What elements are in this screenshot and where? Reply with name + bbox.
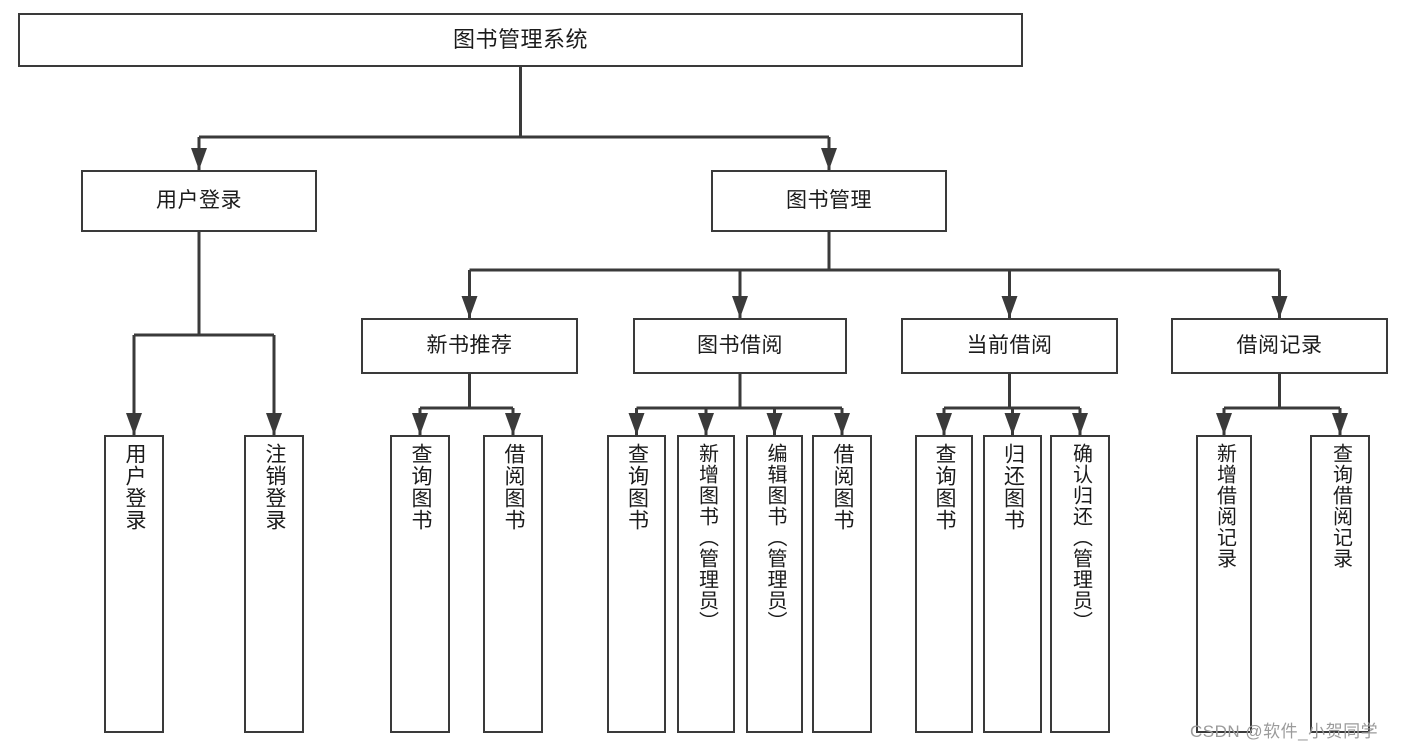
- node-leaf-add-record[interactable]: 新增借阅记录: [1196, 435, 1252, 733]
- arrow-head-icon: [126, 413, 142, 435]
- node-label-leaf-return-book: 归还图书: [1001, 443, 1025, 531]
- node-leaf-user-login[interactable]: 用户登录: [104, 435, 164, 733]
- node-label-current-borrow: 当前借阅: [966, 334, 1053, 358]
- arrow-head-icon: [732, 296, 748, 318]
- node-label-leaf-query-book-2: 查询图书: [625, 443, 649, 531]
- node-label-new-book-rec: 新书推荐: [426, 334, 513, 358]
- arrow-head-icon: [412, 413, 428, 435]
- arrow-head-icon: [1332, 413, 1348, 435]
- node-leaf-query-book-1[interactable]: 查询图书: [390, 435, 450, 733]
- node-leaf-add-book[interactable]: 新增图书（管理员）: [677, 435, 735, 733]
- node-new-book-rec[interactable]: 新书推荐: [361, 318, 578, 374]
- arrow-head-icon: [461, 296, 478, 318]
- node-label-leaf-borrow-book-1: 借阅图书: [502, 443, 526, 531]
- node-label-leaf-user-login: 用户登录: [123, 443, 147, 531]
- arrow-head-icon: [936, 413, 952, 435]
- arrow-head-icon: [834, 413, 850, 435]
- node-leaf-query-record[interactable]: 查询借阅记录: [1310, 435, 1370, 733]
- node-book-borrow[interactable]: 图书借阅: [633, 318, 847, 374]
- node-leaf-user-logout[interactable]: 注销登录: [244, 435, 304, 733]
- node-label-borrow-record: 借阅记录: [1236, 334, 1323, 358]
- node-leaf-edit-book[interactable]: 编辑图书（管理员）: [746, 435, 803, 733]
- node-root[interactable]: 图书管理系统: [18, 13, 1023, 67]
- node-leaf-return-book[interactable]: 归还图书: [983, 435, 1042, 733]
- node-leaf-query-book-3[interactable]: 查询图书: [915, 435, 973, 733]
- node-user-login[interactable]: 用户登录: [81, 170, 317, 232]
- arrow-head-icon: [505, 413, 521, 435]
- arrow-head-icon: [1271, 296, 1288, 318]
- node-label-leaf-query-book-3: 查询图书: [933, 443, 957, 531]
- arrow-head-icon: [628, 413, 645, 435]
- node-label-leaf-query-book-1: 查询图书: [409, 443, 433, 531]
- node-label-leaf-user-logout: 注销登录: [263, 443, 287, 531]
- arrow-head-icon: [821, 148, 837, 170]
- arrow-head-icon: [1004, 413, 1021, 435]
- arrow-head-icon: [1216, 413, 1232, 435]
- node-borrow-record[interactable]: 借阅记录: [1171, 318, 1388, 374]
- node-label-leaf-add-book: 新增图书（管理员）: [695, 443, 718, 632]
- arrow-head-icon: [1072, 413, 1088, 435]
- node-leaf-query-book-2[interactable]: 查询图书: [607, 435, 666, 733]
- node-book-manage[interactable]: 图书管理: [711, 170, 947, 232]
- node-label-book-manage: 图书管理: [786, 189, 872, 213]
- node-leaf-borrow-book-1[interactable]: 借阅图书: [483, 435, 543, 733]
- node-label-book-borrow: 图书借阅: [697, 334, 783, 358]
- node-label-leaf-confirm-return: 确认归还（管理员）: [1069, 443, 1092, 632]
- node-label-leaf-edit-book: 编辑图书（管理员）: [764, 443, 786, 632]
- arrow-head-icon: [266, 413, 282, 435]
- node-leaf-confirm-return[interactable]: 确认归还（管理员）: [1050, 435, 1110, 733]
- arrow-head-icon: [1001, 296, 1018, 318]
- arrow-head-icon: [698, 413, 714, 435]
- watermark: CSDN @软件_小贺同学: [1190, 722, 1379, 741]
- node-label-root: 图书管理系统: [452, 26, 588, 52]
- node-current-borrow[interactable]: 当前借阅: [901, 318, 1118, 374]
- node-label-user-login: 用户登录: [156, 189, 242, 213]
- node-label-leaf-query-record: 查询借阅记录: [1329, 443, 1352, 569]
- node-label-leaf-add-record: 新增借阅记录: [1213, 443, 1236, 569]
- arrow-head-icon: [191, 148, 207, 170]
- arrow-head-icon: [766, 413, 783, 435]
- node-label-leaf-borrow-book-2: 借阅图书: [831, 443, 855, 531]
- node-leaf-borrow-book-2[interactable]: 借阅图书: [812, 435, 872, 733]
